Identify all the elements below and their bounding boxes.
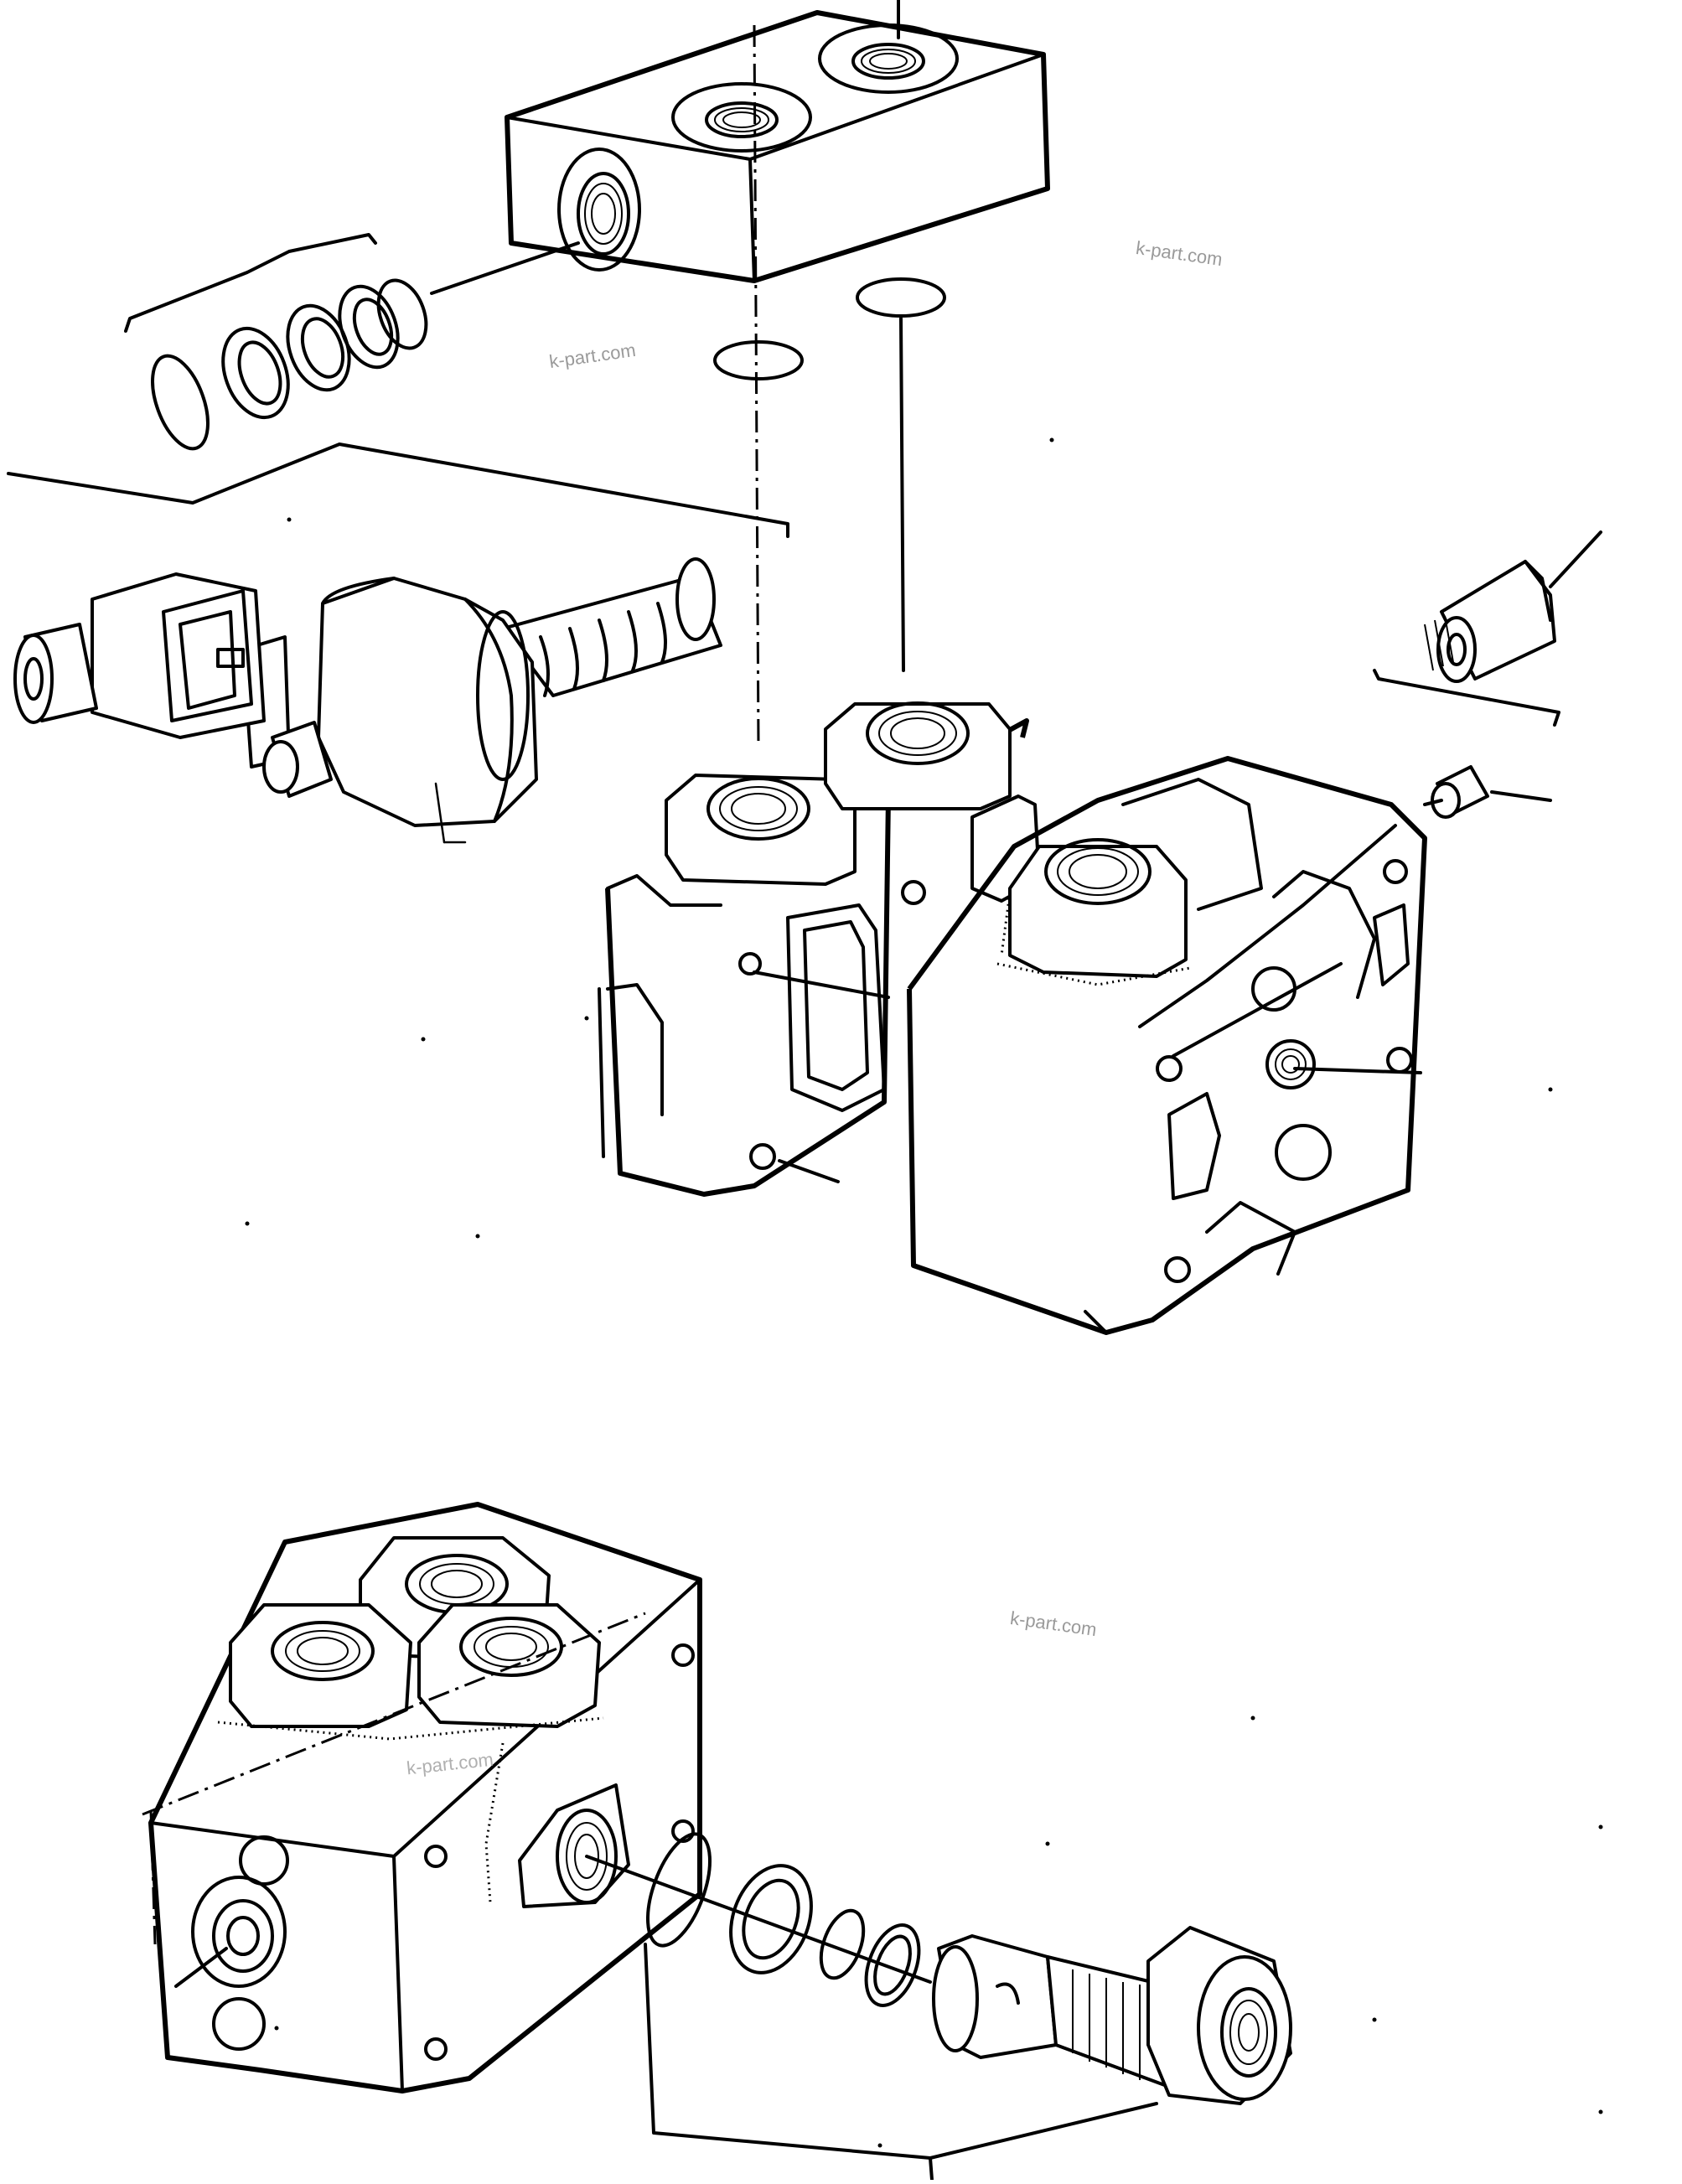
connector-plug — [13, 572, 266, 739]
adapter-fitting — [1373, 530, 1602, 727]
o-ring-upper-right — [856, 277, 946, 318]
seal-kit — [124, 233, 428, 451]
leader-line — [430, 241, 580, 295]
centerline-right — [899, 317, 905, 672]
manifold-block — [505, 10, 1050, 283]
plug-screw — [1423, 765, 1552, 819]
control-valve-body — [598, 701, 1427, 1335]
relief-valve-cartridge — [644, 1832, 1292, 2181]
o-ring-upper-left — [713, 340, 804, 380]
relief-valve-body — [142, 1502, 932, 2093]
solenoid-valve — [241, 557, 722, 844]
centerline — [753, 24, 760, 747]
scan-specks — [245, 437, 1603, 2148]
bracket-lines — [7, 442, 789, 538]
